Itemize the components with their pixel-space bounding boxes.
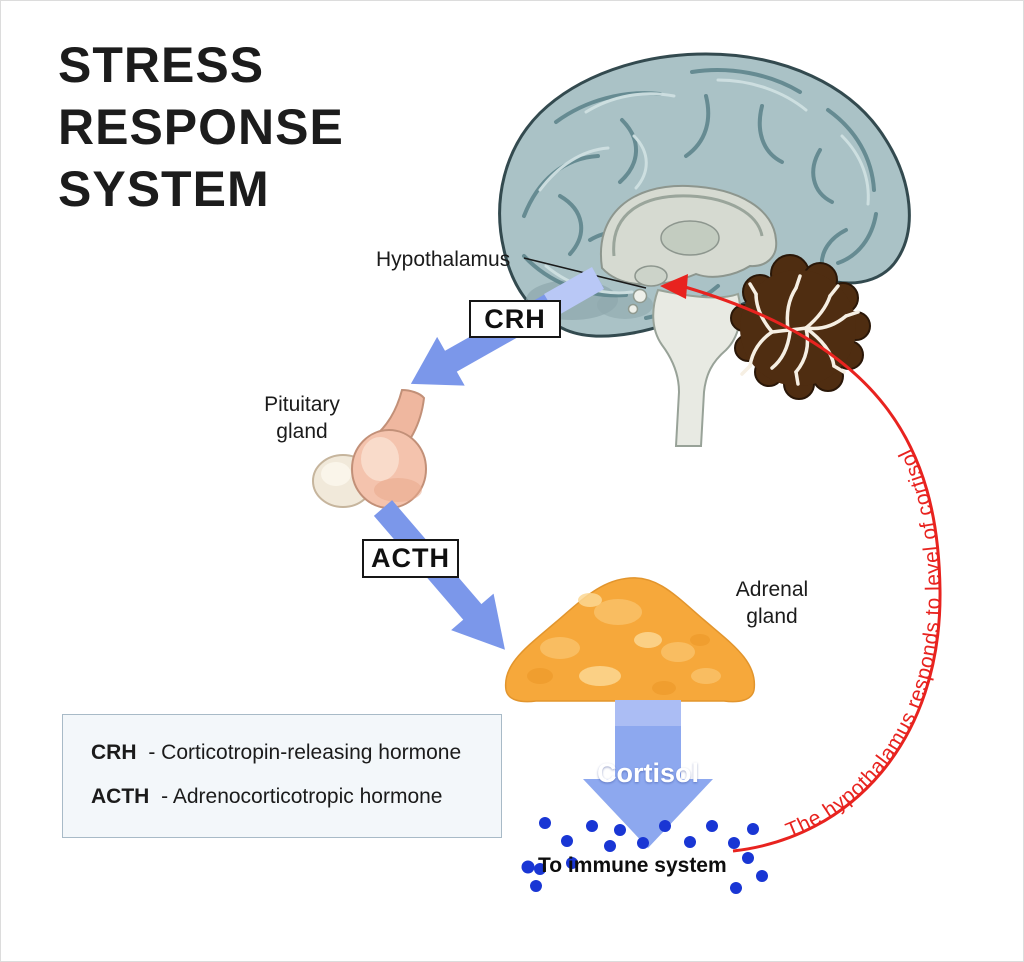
pituitary-gland-label: Pituitary gland xyxy=(264,393,340,443)
feedback-label-text: The hypothalamus responds to level of co… xyxy=(783,445,946,842)
legend-definition-acth: - Adrenocorticotropic hormone xyxy=(161,785,443,808)
legend-definition-crh: - Corticotropin-releasing hormone xyxy=(148,741,462,764)
crh-box: CRH xyxy=(469,300,561,338)
hypothalamus-region xyxy=(634,265,668,287)
legend-term-acth: ACTH xyxy=(91,785,150,808)
cortisol-label: Cortisol xyxy=(596,758,699,788)
feedback-arrowhead xyxy=(660,274,688,299)
pituitary-illustration xyxy=(312,388,427,509)
diagram-title: STRESS RESPONSE SYSTEM xyxy=(58,37,344,217)
adrenal-illustration xyxy=(504,577,756,703)
hypothalamus-label: Hypothalamus xyxy=(376,248,511,271)
brain-illustration xyxy=(498,52,911,447)
cortisol-dots xyxy=(521,817,768,894)
brainstem xyxy=(652,288,742,447)
legend-item-crh: CRH - Corticotropin-releasing hormone xyxy=(91,741,501,765)
legend-item-acth: ACTH - Adrenocorticotropic hormone xyxy=(91,785,501,809)
thalamus xyxy=(660,220,720,256)
legend-term-crh: CRH xyxy=(91,741,137,764)
adrenal-gland-label: Adrenal gland xyxy=(735,578,809,628)
acth-box: ACTH xyxy=(362,539,459,578)
acth-arrow xyxy=(373,500,505,650)
cortisol-arrow xyxy=(583,700,713,848)
immune-system-label: To immune system xyxy=(538,854,727,877)
legend-box: CRH - Corticotropin-releasing hormone AC… xyxy=(62,714,502,838)
